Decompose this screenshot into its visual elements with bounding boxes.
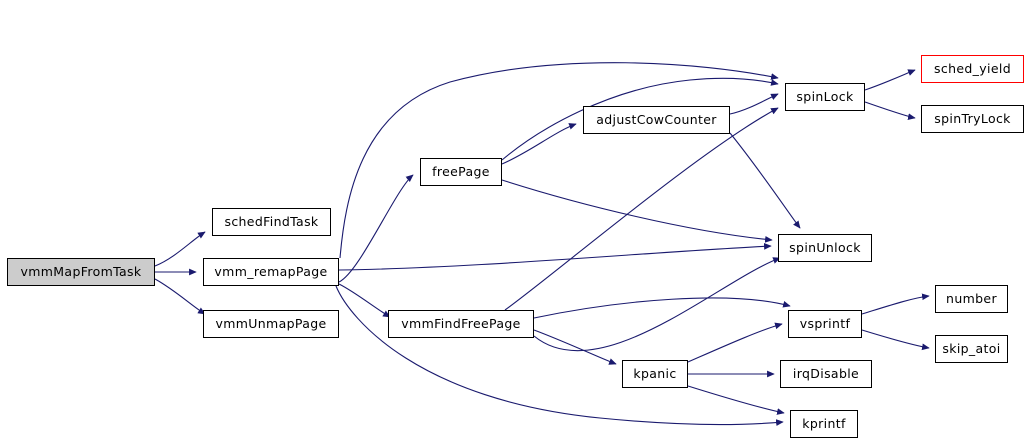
node-skip_atoi[interactable]: skip_atoi: [935, 335, 1008, 363]
edge-vmm_remapPage-to-kprintf: [335, 285, 784, 426]
edge-vmmMapFromTask-to-vmmUnmapPage: [154, 278, 206, 315]
node-freePage[interactable]: freePage: [420, 158, 502, 186]
edge-vmmFindFreePage-to-vsprintf: [533, 297, 791, 319]
node-spinLock[interactable]: spinLock: [785, 83, 865, 111]
node-label: schedFindTask: [224, 213, 319, 229]
node-vmmUnmapPage[interactable]: vmmUnmapPage: [203, 310, 339, 338]
node-schedFindTask[interactable]: schedFindTask: [212, 208, 331, 236]
edge-kpanic-to-kprintf: [687, 385, 785, 415]
edge-vmmMapFromTask-to-schedFindTask: [154, 231, 206, 267]
edge-vsprintf-to-number: [861, 293, 930, 315]
node-label: spinUnlock: [789, 239, 861, 255]
edge-adjustCowCounter-to-spinUnlock: [729, 132, 801, 229]
edge-kpanic-to-vsprintf: [687, 322, 783, 363]
node-label: freePage: [432, 163, 490, 179]
edge-vmm_remapPage-to-freePage: [338, 174, 414, 283]
node-kprintf[interactable]: kprintf: [790, 410, 858, 438]
edge-vmmFindFreePage-to-spinLock: [504, 107, 779, 311]
node-label: number: [946, 290, 997, 306]
node-label: vmmFindFreePage: [401, 315, 521, 331]
node-spinUnlock[interactable]: spinUnlock: [778, 234, 872, 262]
edge-freePage-to-spinUnlock: [501, 179, 773, 243]
node-vmm_remapPage[interactable]: vmm_remapPage: [203, 258, 339, 286]
node-label: adjustCowCounter: [596, 111, 717, 127]
node-vmmFindFreePage[interactable]: vmmFindFreePage: [388, 310, 534, 338]
node-vmmMapFromTask[interactable]: vmmMapFromTask: [7, 258, 155, 286]
edge-vmm_remapPage-to-spinUnlock: [338, 242, 772, 271]
node-label: vmm_remapPage: [214, 263, 328, 279]
node-vsprintf[interactable]: vsprintf: [788, 310, 862, 338]
node-label: kprintf: [802, 415, 846, 431]
node-label: vmmMapFromTask: [20, 263, 142, 279]
edge-vmmFindFreePage-to-spinUnlock: [533, 257, 781, 352]
edge-spinLock-to-spinTryLock: [864, 101, 916, 120]
node-label: spinLock: [796, 88, 854, 104]
edge-vmmFindFreePage-to-kpanic: [533, 329, 617, 365]
node-label: spinTryLock: [934, 110, 1011, 126]
node-adjustCowCounter[interactable]: adjustCowCounter: [583, 106, 730, 134]
node-label: vsprintf: [799, 315, 851, 331]
edge-vmm_remapPage-to-vmmFindFreePage: [338, 283, 391, 318]
node-number[interactable]: number: [935, 285, 1008, 313]
edge-vsprintf-to-skip_atoi: [861, 329, 930, 351]
edge-adjustCowCounter-to-spinLock: [729, 93, 779, 115]
edge-spinLock-to-sched_yield: [864, 69, 916, 91]
node-sched_yield[interactable]: sched_yield: [921, 55, 1024, 83]
node-irqDisable[interactable]: irqDisable: [780, 360, 872, 388]
node-spinTryLock[interactable]: spinTryLock: [921, 105, 1024, 133]
node-kpanic[interactable]: kpanic: [622, 360, 688, 388]
edge-freePage-to-adjustCowCounter: [501, 123, 577, 165]
node-label: irqDisable: [792, 365, 860, 381]
node-label: kpanic: [633, 365, 677, 381]
node-label: vmmUnmapPage: [215, 315, 327, 331]
edge-vmm_remapPage-to-spinLock: [339, 62, 779, 259]
node-label: sched_yield: [933, 60, 1011, 76]
node-label: skip_atoi: [942, 340, 1001, 356]
